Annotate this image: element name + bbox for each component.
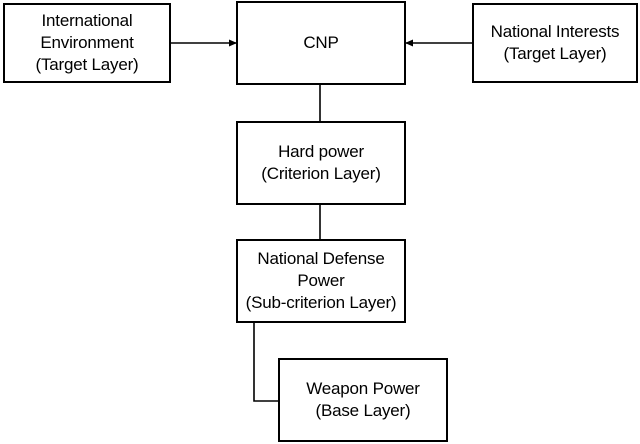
line-defense-to-weapon: [253, 323, 278, 402]
hard-power-line-1: Hard power: [278, 142, 364, 161]
national-defense-power-line-2: Power: [297, 271, 345, 290]
international-environment-line-2: Environment: [40, 33, 134, 52]
international-environment-box: International Environment (Target Layer): [3, 3, 171, 83]
weapon-power-box: Weapon Power (Base Layer): [278, 358, 448, 442]
hard-power-line-2: (Criterion Layer): [261, 164, 381, 183]
national-defense-power-box: National Defense Power (Sub-criterion La…: [236, 239, 406, 323]
national-defense-power-line-1: National Defense: [257, 249, 385, 268]
cnp-label: CNP: [303, 33, 339, 52]
cnp-box: CNP: [236, 1, 406, 85]
national-defense-power-line-3: (Sub-criterion Layer): [245, 293, 397, 312]
weapon-power-line-1: Weapon Power: [306, 379, 420, 398]
national-interests-box: National Interests (Target Layer): [472, 3, 638, 83]
weapon-power-line-2: (Base Layer): [315, 401, 411, 420]
hard-power-box: Hard power (Criterion Layer): [236, 121, 406, 205]
national-interests-line-1: National Interests: [490, 22, 620, 41]
national-interests-line-2: (Target Layer): [503, 44, 607, 63]
international-environment-line-3: (Target Layer): [35, 55, 139, 74]
international-environment-line-1: International: [41, 11, 133, 30]
